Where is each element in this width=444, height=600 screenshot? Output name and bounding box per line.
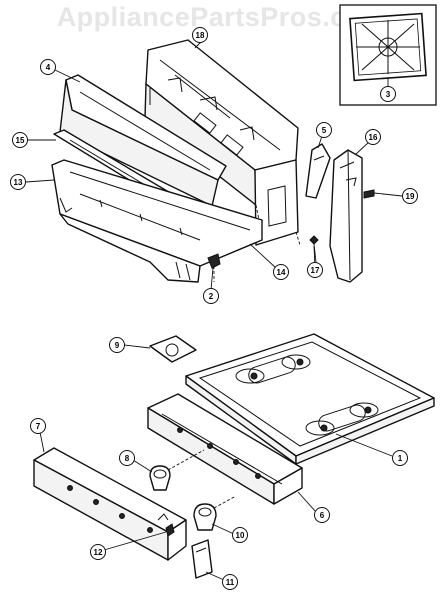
callout-16: 16 xyxy=(365,129,381,145)
callout-12-label: 12 xyxy=(94,548,103,557)
callout-17-label: 17 xyxy=(311,266,320,275)
end-cap-large xyxy=(329,149,363,283)
callout-6-label: 6 xyxy=(320,511,325,520)
backguard-trim xyxy=(59,74,227,207)
callout-9: 9 xyxy=(109,337,125,353)
callout-5: 5 xyxy=(316,122,332,138)
callout-2-label: 2 xyxy=(209,292,214,301)
callout-12: 12 xyxy=(90,544,106,560)
control-knob-panel xyxy=(33,447,187,561)
callout-4: 4 xyxy=(40,59,56,75)
watermark-text: AppliancePartsPros.com xyxy=(56,2,388,32)
lower-front-panel xyxy=(51,159,263,283)
callout-6: 6 xyxy=(314,507,330,523)
callout-1-label: 1 xyxy=(398,454,403,463)
callout-11: 11 xyxy=(222,574,238,590)
end-cap-small xyxy=(305,143,331,199)
grate-inset xyxy=(339,4,437,106)
callout-14-label: 14 xyxy=(277,268,286,277)
callout-10-label: 10 xyxy=(236,531,245,540)
callout-8-label: 8 xyxy=(125,454,130,463)
screw-17 xyxy=(309,235,319,263)
callout-13: 13 xyxy=(10,174,26,190)
callout-19: 19 xyxy=(402,188,418,204)
leader-lines xyxy=(25,37,393,581)
knob-10 xyxy=(193,495,237,531)
callout-7-label: 7 xyxy=(36,422,41,431)
callout-3: 3 xyxy=(380,86,396,102)
callout-18-label: 18 xyxy=(196,31,205,40)
callout-14: 14 xyxy=(273,264,289,280)
callout-9-label: 9 xyxy=(115,341,120,350)
backguard-panel xyxy=(144,39,301,246)
callout-13-label: 13 xyxy=(14,178,23,187)
knob-8 xyxy=(149,449,205,491)
clip-12 xyxy=(165,523,175,537)
callout-3-label: 3 xyxy=(386,90,391,99)
callout-15: 15 xyxy=(12,132,28,148)
callout-16-label: 16 xyxy=(369,133,378,142)
clip-part xyxy=(207,253,221,282)
callout-18: 18 xyxy=(192,27,208,43)
burner-gasket xyxy=(149,335,197,363)
callout-10: 10 xyxy=(232,527,248,543)
callout-1: 1 xyxy=(392,450,408,466)
callout-5-label: 5 xyxy=(322,126,327,135)
manifold-panel xyxy=(147,393,303,505)
small-plate xyxy=(191,539,213,579)
callout-19-label: 19 xyxy=(406,192,415,201)
callout-8: 8 xyxy=(119,450,135,466)
callout-2: 2 xyxy=(203,288,219,304)
screw-19 xyxy=(363,189,403,199)
callout-7: 7 xyxy=(30,418,46,434)
callout-11-label: 11 xyxy=(226,578,235,587)
callout-15-label: 15 xyxy=(16,136,25,145)
callout-4-label: 4 xyxy=(46,63,51,72)
callout-17: 17 xyxy=(307,262,323,278)
cooktop xyxy=(185,333,435,465)
